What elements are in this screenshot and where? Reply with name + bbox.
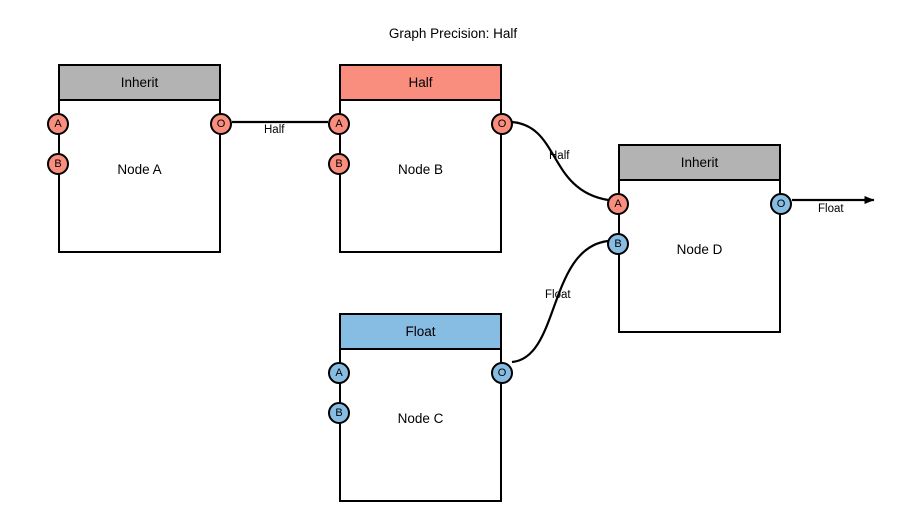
edge-label-a-to-b: Half <box>264 124 285 136</box>
node-b-port-in-a[interactable]: A <box>328 113 350 135</box>
node-c-port-in-b[interactable]: B <box>328 402 350 424</box>
edge-label-c-to-d: Float <box>545 289 571 301</box>
page-title: Graph Precision: Half <box>388 26 518 41</box>
node-d-header: Inherit <box>620 146 779 181</box>
node-d-port-in-a[interactable]: A <box>607 193 629 215</box>
node-a-body: Node A <box>60 101 219 251</box>
node-b[interactable]: Half Node B A B O <box>328 64 513 253</box>
edge-label-d-output: Float <box>818 203 844 215</box>
node-a-port-out[interactable]: O <box>210 113 232 135</box>
node-d-label: Node D <box>676 242 723 257</box>
node-a-port-in-a[interactable]: A <box>47 113 69 135</box>
node-b-port-out[interactable]: O <box>491 113 513 135</box>
node-c-port-in-a[interactable]: A <box>328 362 350 384</box>
node-d[interactable]: Inherit Node D A B O <box>607 144 792 333</box>
node-b-header: Half <box>341 66 500 101</box>
node-c-label: Node C <box>397 411 444 426</box>
node-d-body: Node D <box>620 181 779 331</box>
node-b-port-in-b[interactable]: B <box>328 153 350 175</box>
node-c-header: Float <box>341 315 500 350</box>
node-a-header: Inherit <box>60 66 219 101</box>
node-a[interactable]: Inherit Node A A B O <box>47 64 232 253</box>
node-b-label: Node B <box>397 162 444 177</box>
node-a-label: Node A <box>117 162 162 177</box>
node-d-port-in-b[interactable]: B <box>607 233 629 255</box>
edge-label-b-to-d: Half <box>549 150 570 162</box>
node-d-port-out[interactable]: O <box>770 193 792 215</box>
node-c-port-out[interactable]: O <box>491 362 513 384</box>
node-a-port-in-b[interactable]: B <box>47 153 69 175</box>
node-c-body: Node C <box>341 350 500 500</box>
node-c[interactable]: Float Node C A B O <box>328 313 513 502</box>
node-b-body: Node B <box>341 101 500 251</box>
